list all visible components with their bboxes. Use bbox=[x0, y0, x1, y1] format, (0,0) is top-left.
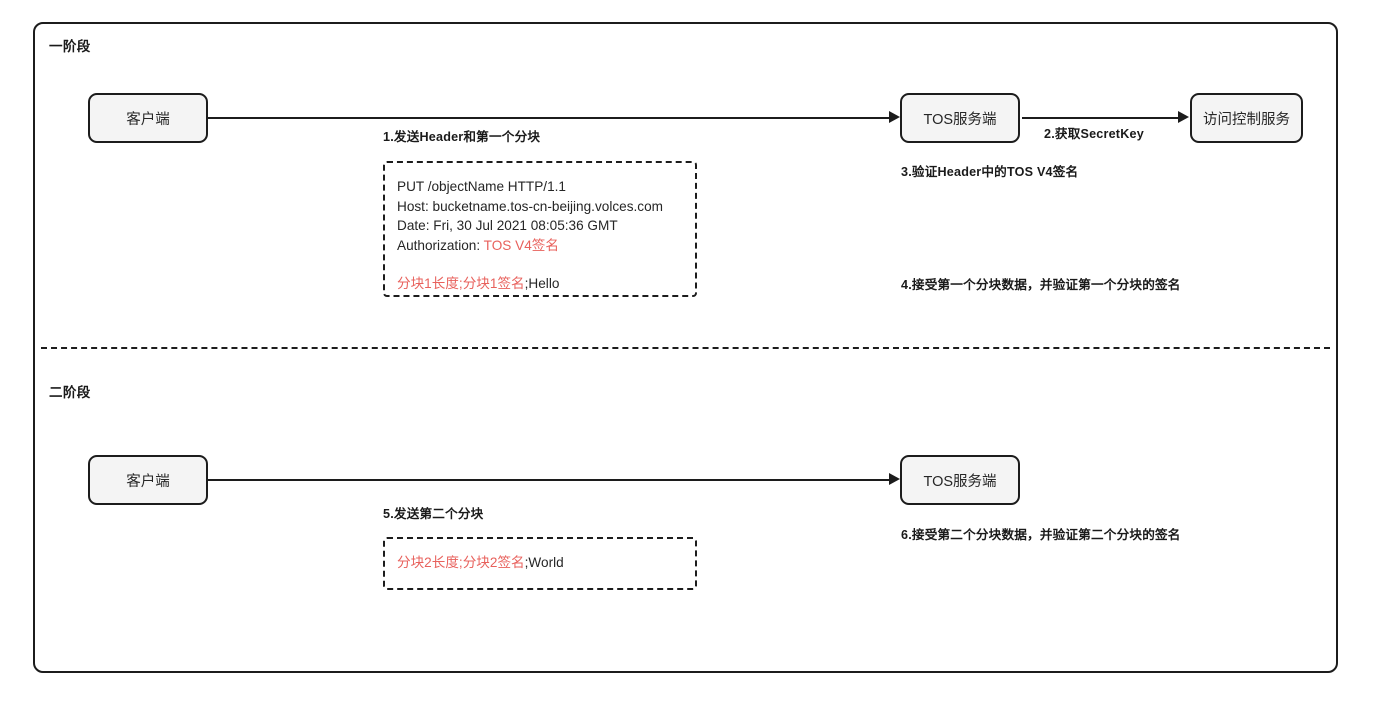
arrow-client-to-tos-phase2 bbox=[208, 479, 892, 481]
step-4-label: 4.接受第一个分块数据，并验证第一个分块的签名 bbox=[901, 278, 1181, 292]
arrow-client-to-tos-phase1 bbox=[208, 117, 892, 119]
phase-1-title: 一阶段 bbox=[49, 39, 91, 54]
chunk2-signature-text: 分块2长度;分块2签名 bbox=[397, 555, 525, 570]
phase-divider bbox=[41, 347, 1330, 349]
step-5-label: 5.发送第二个分块 bbox=[383, 507, 484, 521]
step-2-label: 2.获取SecretKey bbox=[1044, 127, 1144, 141]
payload-line-authorization: Authorization: TOS V4签名 bbox=[397, 236, 695, 256]
chunk1-body-text: ;Hello bbox=[524, 276, 560, 291]
payload-line-chunk1: 分块1长度;分块1签名;Hello bbox=[397, 274, 695, 294]
arrowhead-tos-to-access-control bbox=[1178, 110, 1189, 123]
payload-line-host: Host: bucketname.tos-cn-beijing.volces.c… bbox=[397, 198, 663, 214]
phase-2-title: 二阶段 bbox=[49, 385, 91, 400]
http-request-payload-box: PUT /objectName HTTP/1.1 Host: bucketnam… bbox=[383, 161, 697, 297]
node-tos-server-phase2[interactable]: TOS服务端 bbox=[900, 455, 1020, 505]
chunk2-payload-box: 分块2长度;分块2签名;World bbox=[383, 537, 697, 590]
chunk1-signature-text: 分块1长度;分块1签名 bbox=[397, 276, 525, 291]
payload-line-chunk2: 分块2长度;分块2签名;World bbox=[397, 553, 695, 573]
node-client-phase1[interactable]: 客户端 bbox=[88, 93, 208, 143]
arrow-tos-to-access-control bbox=[1022, 117, 1179, 119]
step-6-label: 6.接受第二个分块数据，并验证第二个分块的签名 bbox=[901, 528, 1181, 542]
arrowhead-client-to-tos-phase2 bbox=[889, 472, 900, 485]
authorization-signature-value: TOS V4签名 bbox=[483, 237, 559, 253]
payload-line-date: Date: Fri, 30 Jul 2021 08:05:36 GMT bbox=[397, 218, 618, 233]
step-3-label: 3.验证Header中的TOS V4签名 bbox=[901, 165, 1079, 179]
payload-spacer bbox=[397, 255, 695, 274]
step-1-label: 1.发送Header和第一个分块 bbox=[383, 130, 541, 144]
node-client-phase2[interactable]: 客户端 bbox=[88, 455, 208, 505]
payload-line-request: PUT /objectName HTTP/1.1 bbox=[397, 179, 566, 194]
authorization-prefix: Authorization: bbox=[397, 237, 484, 253]
chunk2-body-text: ;World bbox=[524, 555, 564, 570]
node-access-control-service[interactable]: 访问控制服务 bbox=[1190, 93, 1303, 143]
arrowhead-client-to-tos-phase1 bbox=[889, 110, 900, 123]
node-tos-server-phase1[interactable]: TOS服务端 bbox=[900, 93, 1020, 143]
